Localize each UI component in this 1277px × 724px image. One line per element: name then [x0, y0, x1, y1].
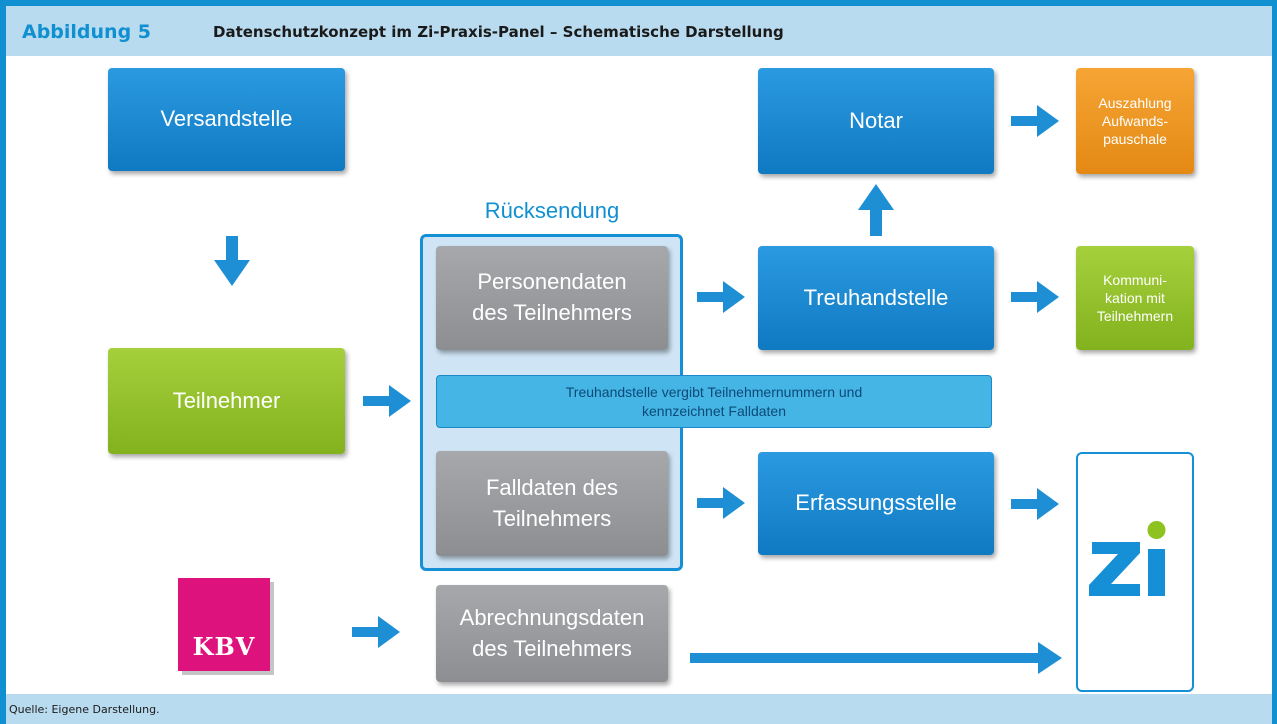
arrow-kbv-abrechnungsdaten	[352, 616, 400, 648]
arrow-personendaten-treuhandstelle	[697, 281, 745, 313]
node-falldaten: Falldaten des Teilnehmers	[436, 451, 668, 556]
node-kommunikation: Kommuni- kation mit Teilnehmern	[1076, 246, 1194, 350]
zi-logo	[1089, 521, 1166, 596]
node-versandstelle: Versandstelle	[108, 68, 345, 171]
arrow-down-versandstelle	[214, 236, 250, 286]
frame-top-border	[0, 0, 1277, 6]
figure-number: Abbildung 5	[22, 21, 152, 43]
arrow-abrechnungsdaten-zi	[690, 642, 1062, 674]
node-notar: Notar	[758, 68, 994, 174]
kbv-logo-text: KBV	[192, 632, 256, 661]
arrow-up-treuhandstelle-notar	[858, 184, 894, 236]
node-auszahlung: Auszahlung Aufwands- pauschale	[1076, 68, 1194, 174]
arrow-erfassungsstelle-zi	[1011, 488, 1059, 520]
node-abrechnungsdaten: Abrechnungsdaten des Teilnehmers	[436, 585, 668, 682]
node-personendaten: Personendaten des Teilnehmers	[436, 246, 668, 350]
node-teilnehmer: Teilnehmer	[108, 348, 345, 454]
figure-header	[6, 6, 1272, 56]
arrow-treuhandstelle-kommunikation	[1011, 281, 1059, 313]
figure-title: Datenschutzkonzept im Zi-Praxis-Panel – …	[213, 23, 784, 41]
frame-right-border	[1272, 0, 1277, 724]
ruecksendung-label: Rücksendung	[484, 198, 620, 223]
frame-left-border	[0, 0, 6, 724]
kbv-logo: KBV	[178, 578, 270, 671]
arrow-notar-auszahlung	[1011, 105, 1059, 137]
treuhandstelle-note-bar: Treuhandstelle vergibt Teilnehmernummern…	[436, 375, 992, 428]
node-treuhandstelle: Treuhandstelle	[758, 246, 994, 350]
arrow-teilnehmer-ruecksendung	[363, 385, 411, 417]
figure-footer	[6, 694, 1272, 724]
arrow-falldaten-erfassungsstelle	[697, 487, 745, 519]
node-erfassungsstelle: Erfassungsstelle	[758, 452, 994, 555]
zi-logo-box	[1076, 452, 1194, 692]
source-note: Quelle: Eigene Darstellung.	[9, 703, 160, 716]
